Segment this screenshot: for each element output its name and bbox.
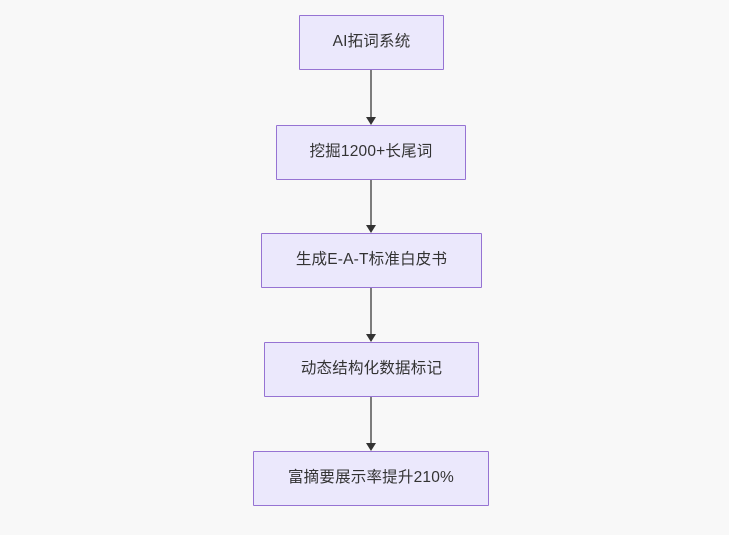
flowchart-edge-arrow-icon: [366, 288, 376, 342]
flowchart-node-label: 动态结构化数据标记: [300, 360, 443, 378]
edge-line: [370, 180, 372, 226]
flowchart-edge-arrow-icon: [366, 70, 376, 125]
arrow-down-icon: [366, 117, 376, 125]
flowchart-node-n4[interactable]: 动态结构化数据标记: [264, 342, 479, 397]
flowchart-node-n1[interactable]: AI拓词系统: [299, 15, 444, 70]
arrow-down-icon: [366, 334, 376, 342]
arrow-down-icon: [366, 443, 376, 451]
edge-line: [370, 397, 372, 444]
flowchart-node-label: AI拓词系统: [332, 33, 411, 51]
flowchart-node-n5[interactable]: 富摘要展示率提升210%: [253, 451, 489, 506]
arrow-down-icon: [366, 225, 376, 233]
flowchart-node-n2[interactable]: 挖掘1200+长尾词: [276, 125, 466, 180]
flowchart-node-label: 富摘要展示率提升210%: [287, 469, 455, 487]
edge-line: [370, 288, 372, 335]
flowchart-node-label: 生成E-A-T标准白皮书: [295, 251, 448, 269]
edge-line: [370, 70, 372, 118]
flowchart-node-n3[interactable]: 生成E-A-T标准白皮书: [261, 233, 482, 288]
flowchart-edge-arrow-icon: [366, 397, 376, 451]
flowchart-node-label: 挖掘1200+长尾词: [309, 143, 433, 161]
flowchart-edge-arrow-icon: [366, 180, 376, 233]
